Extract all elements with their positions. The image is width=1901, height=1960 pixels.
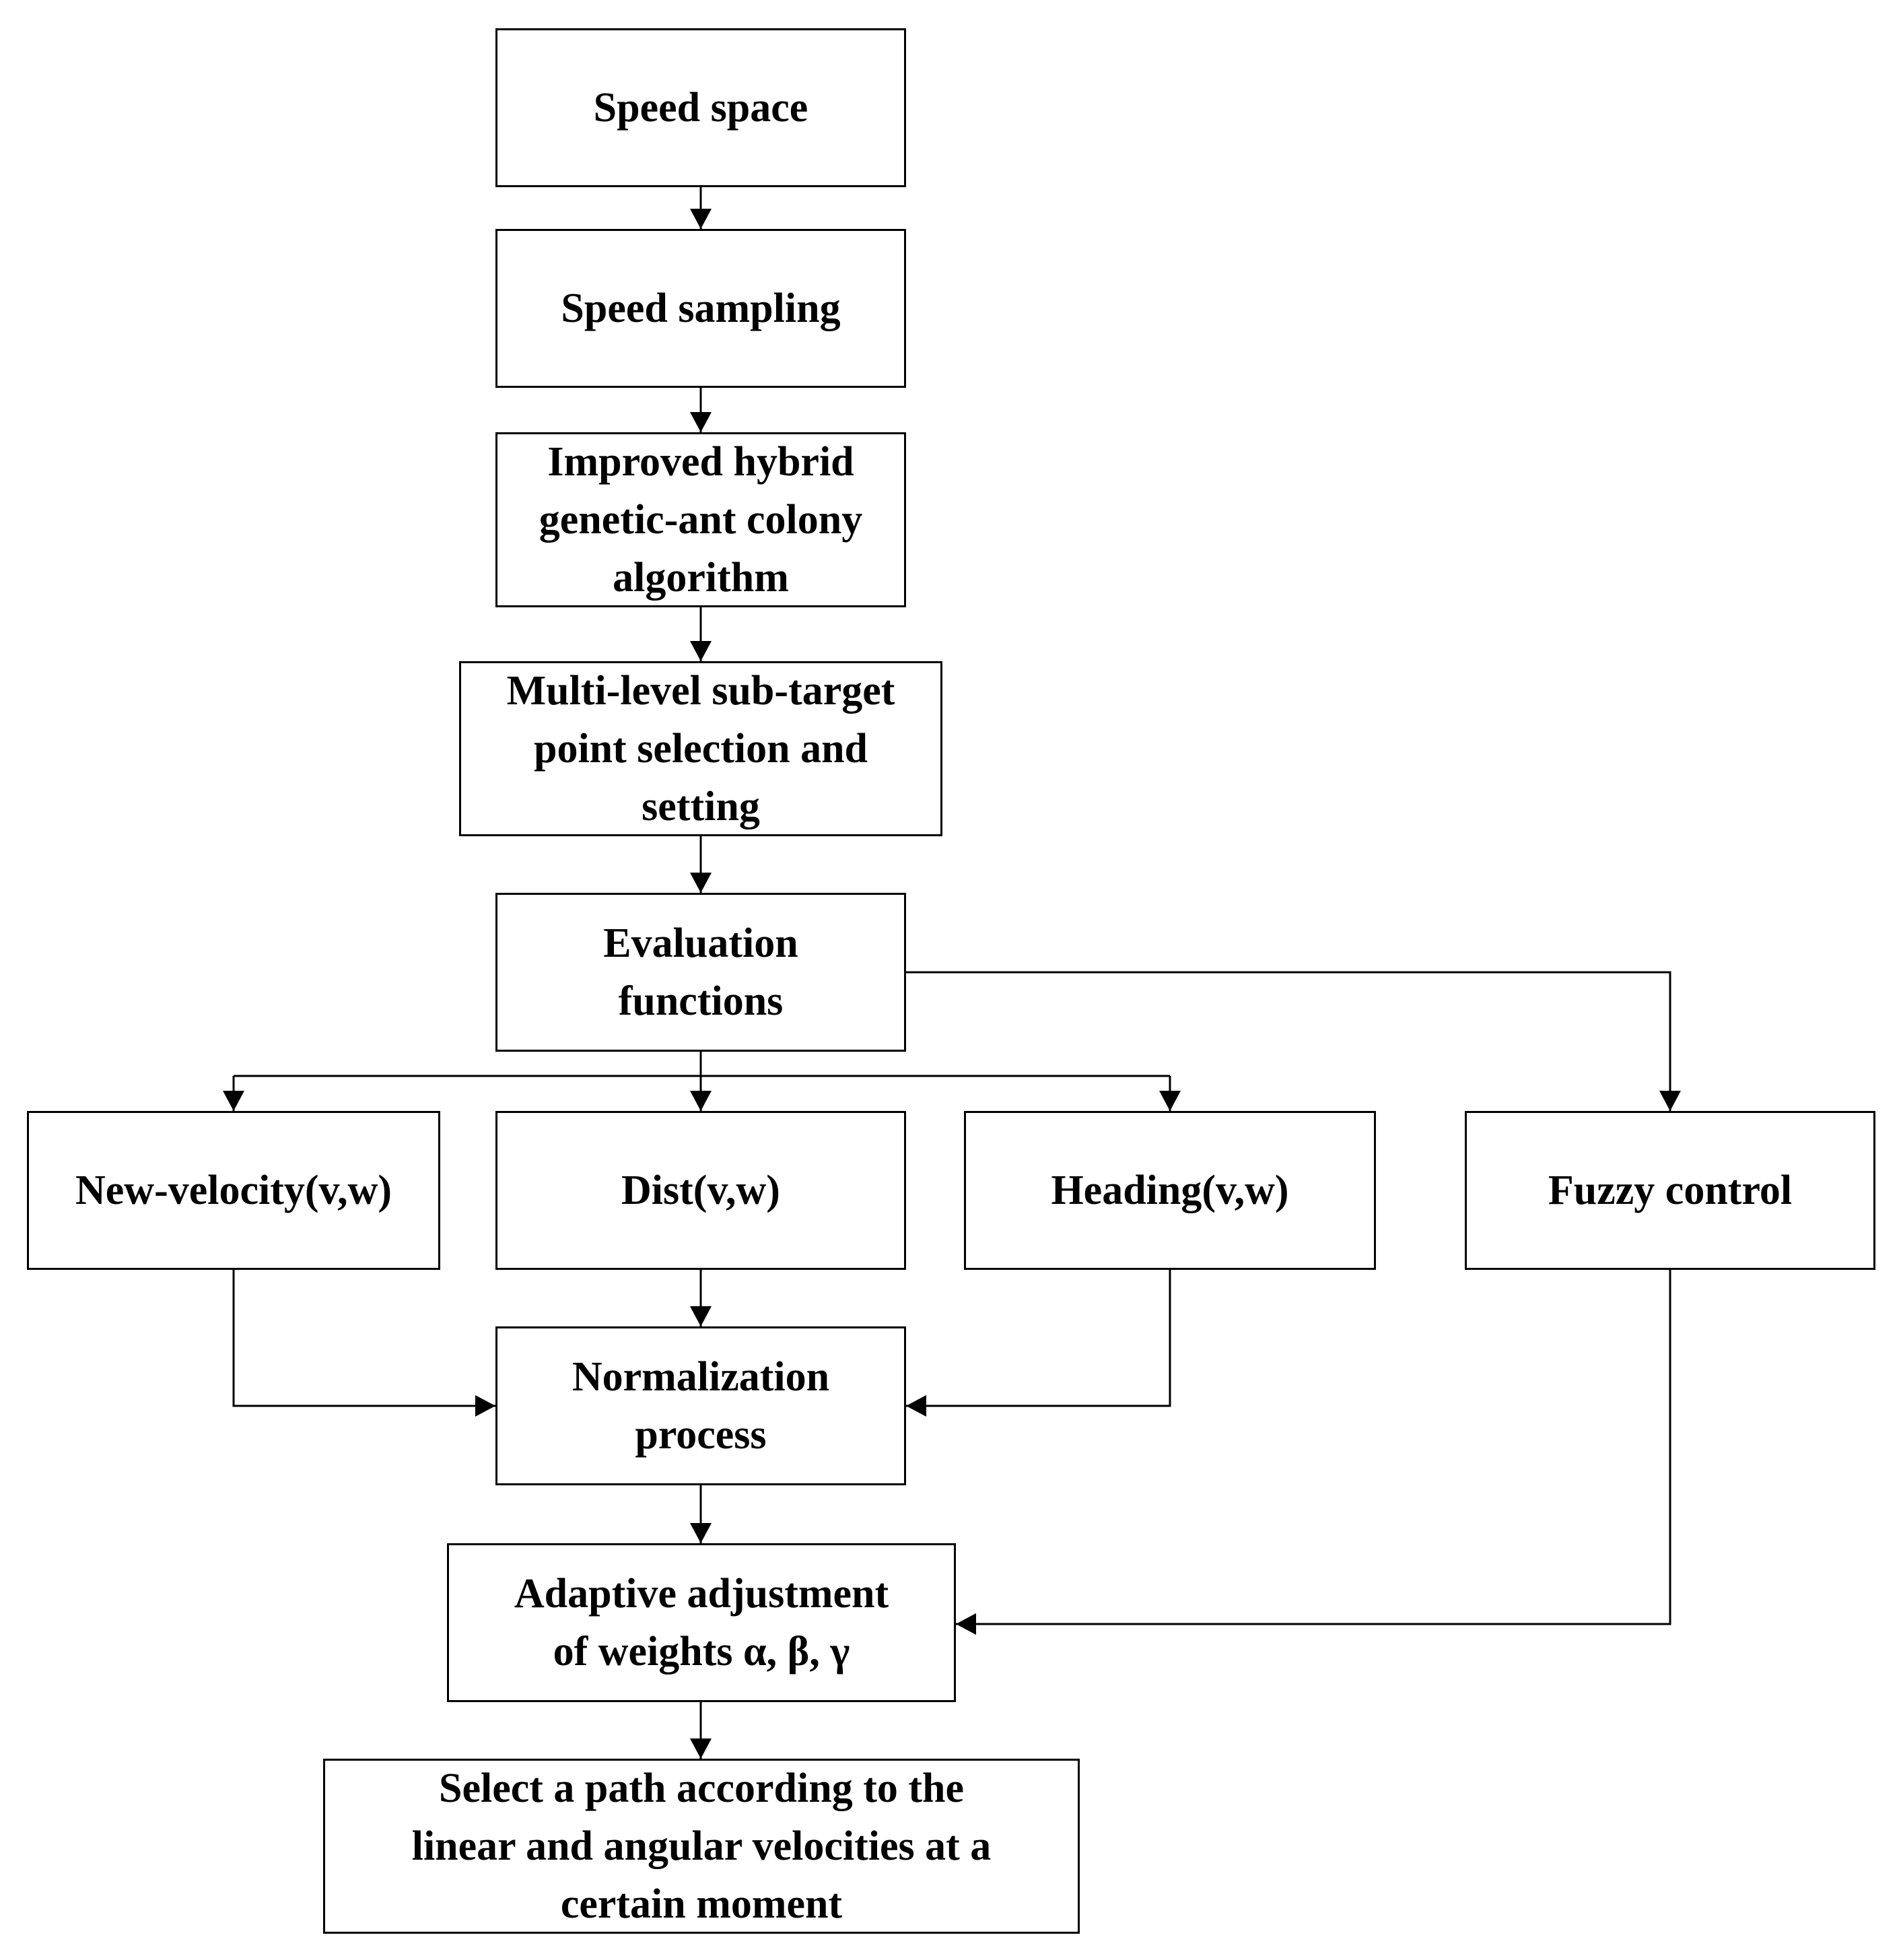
select-path-line-2: linear and angular velocities at a — [411, 1823, 992, 1869]
arrowhead-fuzzy — [1659, 1091, 1681, 1111]
select-path-node: Select a path according to the linear an… — [323, 1759, 1080, 1934]
arrowhead-dist — [690, 1091, 712, 1111]
adaptive-weights-line-1: Adaptive adjustment — [514, 1571, 889, 1617]
hybrid-algorithm-line-2: genetic-ant colony — [539, 497, 863, 543]
arrowhead-adaptive-top — [690, 1523, 712, 1543]
fuzzy-control-label: Fuzzy control — [1548, 1168, 1793, 1213]
heading-label: Heading(v,w) — [1051, 1168, 1289, 1213]
normalization-node: Normalization process — [495, 1326, 906, 1485]
speed-space-label: Speed space — [593, 85, 808, 131]
edge-heading-to-normalization — [906, 1270, 1171, 1407]
evaluation-functions-node: Evaluation functions — [495, 893, 906, 1052]
evaluation-functions-line-2: functions — [618, 978, 784, 1024]
fuzzy-control-node: Fuzzy control — [1465, 1111, 1875, 1270]
arrowhead-hybrid — [690, 412, 712, 432]
arrowhead-heading — [1159, 1091, 1181, 1111]
speed-sampling-label: Speed sampling — [561, 285, 841, 331]
new-velocity-node: New-velocity(v,w) — [27, 1111, 440, 1270]
arrowhead-normalization-left — [475, 1395, 495, 1417]
dist-label: Dist(v,w) — [621, 1168, 780, 1213]
subtarget-selection-line-3: setting — [642, 784, 760, 830]
hybrid-algorithm-line-1: Improved hybrid — [547, 439, 854, 485]
arrowhead-adaptive-right — [956, 1613, 976, 1635]
speed-space-node: Speed space — [495, 28, 906, 187]
arrowhead-subtarget — [690, 641, 712, 661]
hybrid-algorithm-line-3: algorithm — [613, 555, 789, 601]
select-path-line-3: certain moment — [560, 1881, 843, 1927]
normalization-line-1: Normalization — [572, 1354, 830, 1400]
adaptive-weights-node: Adaptive adjustment of weights α, β, γ — [447, 1543, 956, 1702]
select-path-line-1: Select a path according to the — [438, 1765, 965, 1811]
arrowhead-normalization-top — [690, 1306, 712, 1326]
evaluation-functions-line-1: Evaluation — [603, 920, 798, 966]
normalization-line-2: process — [635, 1412, 767, 1458]
arrowhead-new-velocity — [223, 1091, 244, 1111]
hybrid-algorithm-node: Improved hybrid genetic-ant colony algor… — [495, 432, 906, 607]
subtarget-selection-line-2: point selection and — [533, 726, 868, 772]
arrowhead-select — [690, 1738, 712, 1759]
dist-node: Dist(v,w) — [495, 1111, 906, 1270]
edge-evaluation-to-fuzzy — [906, 971, 1671, 1111]
new-velocity-label: New-velocity(v,w) — [75, 1168, 392, 1213]
edge-fuzzy-to-adaptive — [956, 1270, 1671, 1625]
subtarget-selection-line-1: Multi-level sub-target — [506, 668, 895, 714]
arrowhead-evaluation — [690, 873, 712, 893]
adaptive-weights-line-2: of weights α, β, γ — [553, 1629, 850, 1675]
edge-new-velocity-to-normalization — [232, 1270, 495, 1407]
speed-sampling-node: Speed sampling — [495, 229, 906, 388]
heading-node: Heading(v,w) — [964, 1111, 1376, 1270]
subtarget-selection-node: Multi-level sub-target point selection a… — [459, 661, 942, 836]
arrowhead-normalization-right — [906, 1395, 926, 1417]
arrowhead-sampling — [690, 209, 712, 229]
